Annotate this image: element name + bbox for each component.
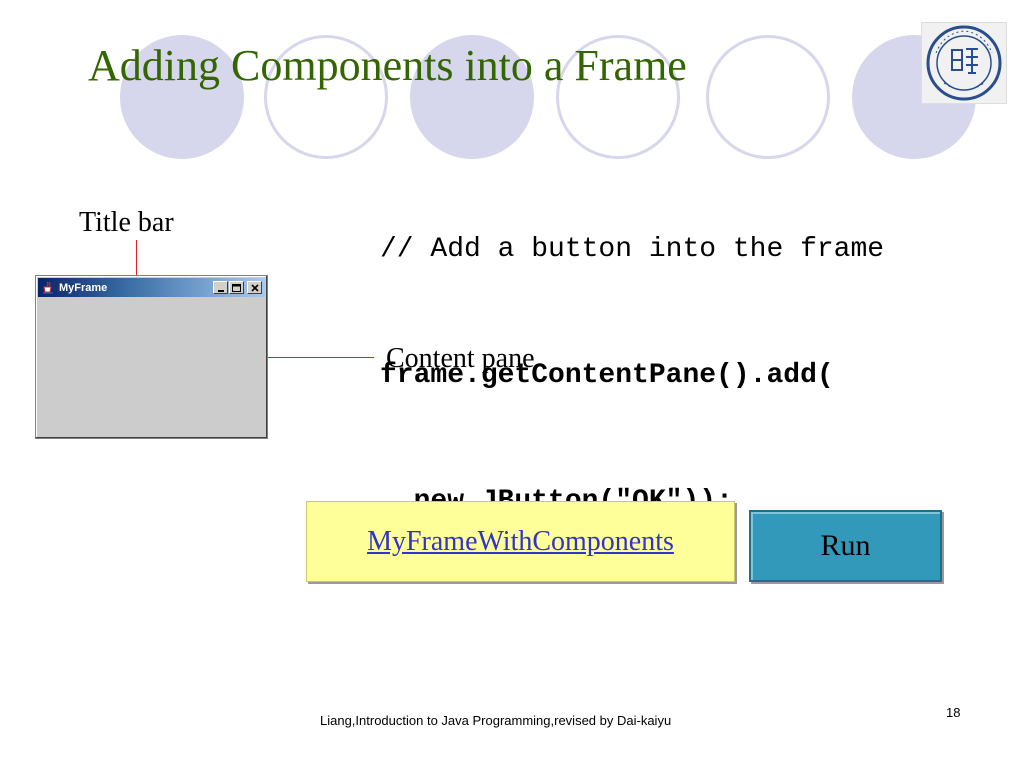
university-seal-logo [921,22,1007,104]
close-button[interactable] [247,281,262,294]
decor-circle-1 [120,35,244,159]
slide-title: Adding Components into a Frame [88,41,687,90]
slide-footer: Liang,Introduction to Java Programming,r… [320,713,672,728]
content-pane-callout-line [225,357,374,358]
myframewithcomponents-link[interactable]: MyFrameWithComponents [367,525,674,557]
decor-circle-2 [264,35,388,159]
title-bar-callout-line [136,240,137,280]
minimize-button[interactable] [213,281,228,294]
maximize-icon [232,283,241,292]
decor-circle-4 [556,35,680,159]
seal-icon [926,25,1002,101]
page-number: 18 [946,705,961,720]
window-controls [213,281,262,294]
content-pane [38,298,265,436]
decor-circle-3 [410,35,534,159]
example-link-box: MyFrameWithComponents [306,501,735,582]
run-button[interactable]: Run [749,510,942,582]
decor-circle-5 [706,35,830,159]
content-pane-label: Content pane [386,343,535,374]
code-comment: // Add a button into the frame [380,234,885,265]
code-line-1: frame.getContentPane().add( [380,360,834,391]
minimize-icon [217,289,224,292]
close-icon [250,283,259,292]
maximize-button[interactable] [229,281,244,294]
java-cup-icon [41,281,55,295]
title-bar-label: Title bar [79,207,174,238]
myframe-title-bar[interactable]: MyFrame [38,278,265,297]
myframe-window[interactable]: MyFrame [35,275,268,439]
myframe-title-text: MyFrame [59,281,108,294]
